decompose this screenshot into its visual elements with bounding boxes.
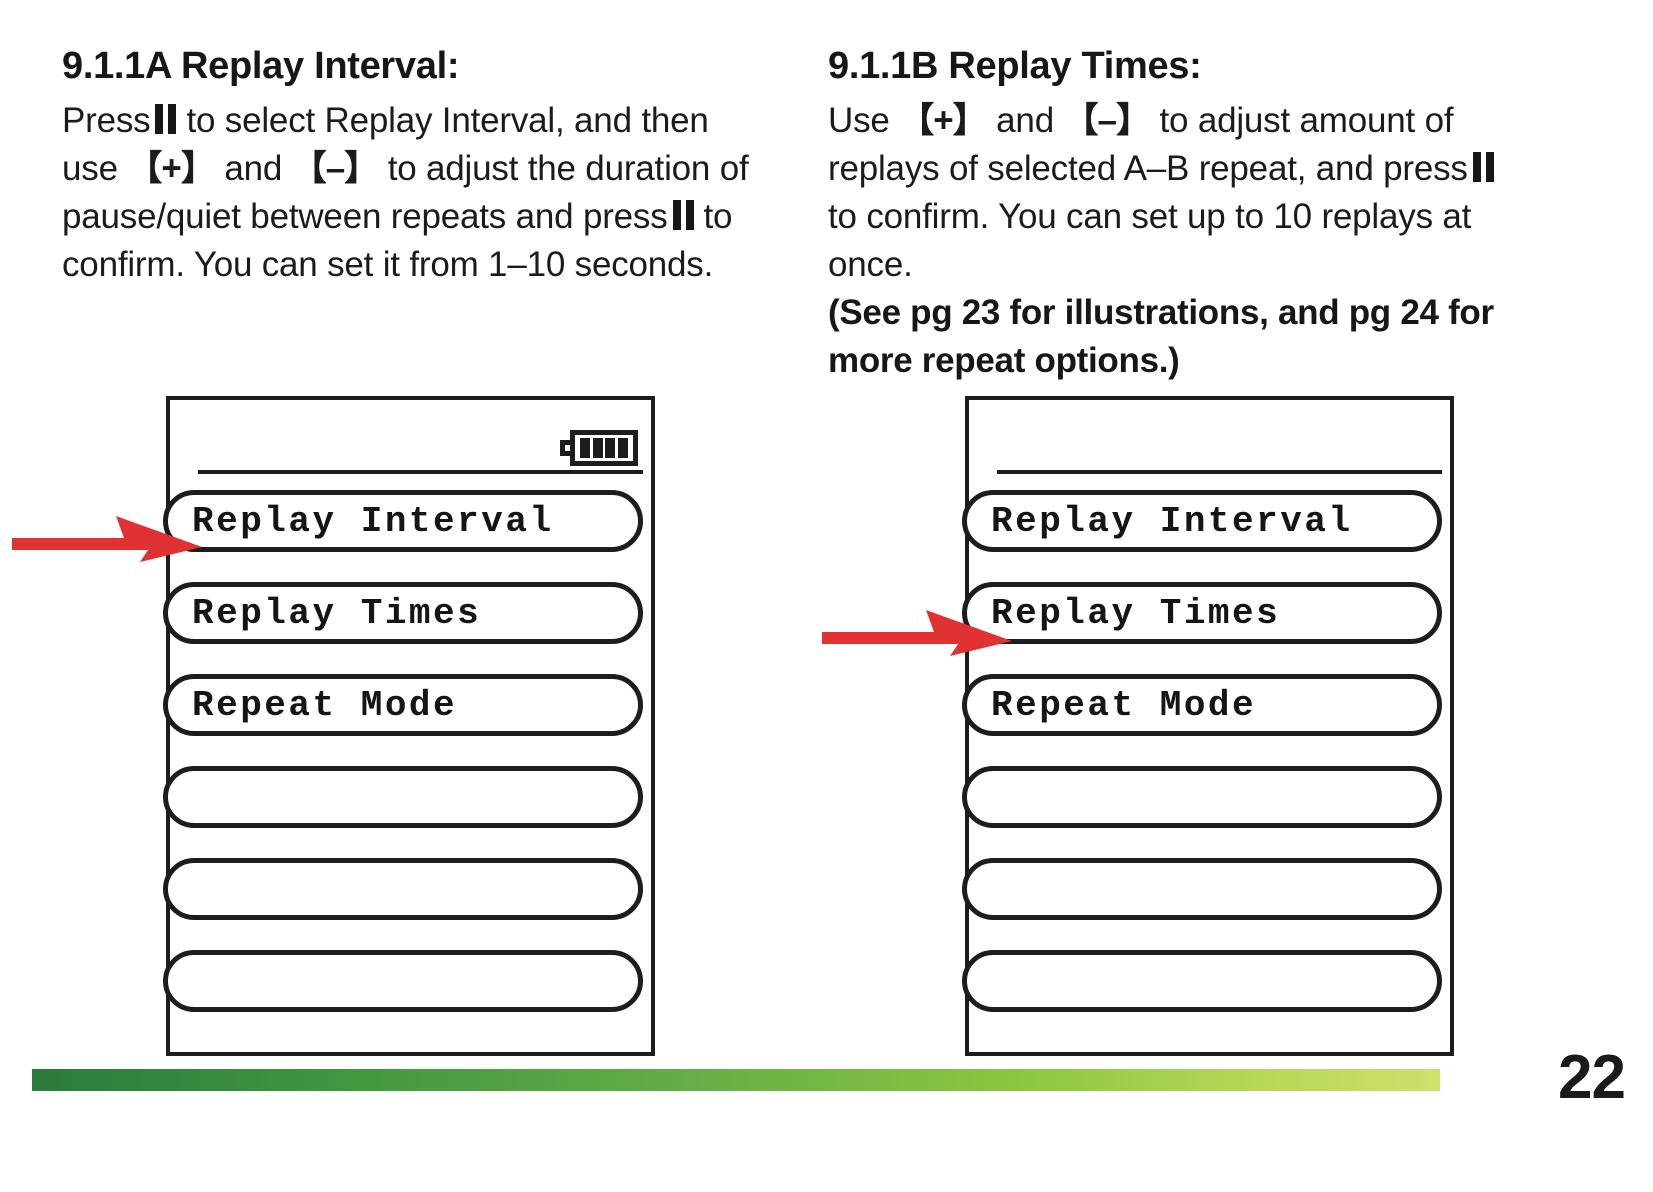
device-screen-right: Replay Interval Replay Times Repeat Mode bbox=[962, 396, 1454, 1056]
instruction-paragraph-right: Use 【+】 and 【–】 to adjust amount of repl… bbox=[828, 97, 1528, 289]
battery-cell bbox=[605, 438, 616, 458]
battery-body bbox=[570, 430, 638, 466]
menu-item-label: Repeat Mode bbox=[991, 684, 1257, 726]
menu-list-left: Replay Interval Replay Times Repeat Mode bbox=[163, 490, 643, 1042]
menu-item-label: Replay Interval bbox=[192, 500, 554, 542]
text-fragment: Press bbox=[62, 101, 151, 140]
key-minus-label: 【–】 bbox=[1063, 101, 1151, 140]
menu-item[interactable]: Replay Times bbox=[163, 582, 643, 644]
menu-item[interactable]: Repeat Mode bbox=[962, 674, 1442, 736]
header-divider bbox=[198, 470, 643, 474]
text-fragment: to select Replay Interval, and then use bbox=[62, 101, 709, 188]
text-fragment: to confirm. You can set it from 1–10 sec… bbox=[62, 197, 733, 284]
battery-cell bbox=[618, 438, 629, 458]
menu-item-empty[interactable] bbox=[163, 766, 643, 828]
menu-list-right: Replay Interval Replay Times Repeat Mode bbox=[962, 490, 1442, 1042]
text-fragment: and bbox=[996, 101, 1054, 140]
header-divider bbox=[997, 470, 1442, 474]
page-title-right: 9.1.1B Replay Times: bbox=[828, 45, 1202, 87]
menu-item-empty[interactable] bbox=[962, 950, 1442, 1012]
device-screen-left: Replay Interval Replay Times Repeat Mode bbox=[163, 396, 655, 1056]
pause-icon bbox=[155, 104, 177, 134]
battery-icon bbox=[560, 430, 638, 466]
page-number: 22 bbox=[1558, 1043, 1626, 1112]
footer-gradient-bar bbox=[32, 1069, 1440, 1091]
menu-item-empty[interactable] bbox=[163, 858, 643, 920]
text-fragment: to confirm. You can set up to 10 replays… bbox=[828, 197, 1472, 284]
battery-terminal bbox=[560, 440, 572, 456]
pause-icon bbox=[672, 200, 695, 230]
pause-icon bbox=[1472, 152, 1495, 182]
text-fragment: and bbox=[224, 149, 283, 188]
key-plus-label: 【+】 bbox=[127, 149, 215, 188]
page-title-left: 9.1.1A Replay Interval: bbox=[62, 45, 460, 87]
key-minus-label: 【–】 bbox=[291, 149, 379, 188]
cross-reference-note: (See pg 23 for illustrations, and pg 24 … bbox=[828, 293, 1494, 380]
key-plus-label: 【+】 bbox=[899, 101, 987, 140]
text-fragment: Use bbox=[828, 101, 890, 140]
menu-item[interactable]: Replay Times bbox=[962, 582, 1442, 644]
menu-item-empty[interactable] bbox=[962, 858, 1442, 920]
menu-item-label: Replay Times bbox=[192, 592, 482, 634]
menu-item-label: Repeat Mode bbox=[192, 684, 458, 726]
menu-item[interactable]: Replay Interval bbox=[163, 490, 643, 552]
battery-cell bbox=[579, 438, 590, 458]
menu-item-empty[interactable] bbox=[962, 766, 1442, 828]
text-fragment: to adjust amount of replays of selected … bbox=[828, 101, 1468, 188]
text-fragment: to adjust the duration of pause/quiet be… bbox=[62, 149, 749, 236]
menu-item-label: Replay Times bbox=[991, 592, 1281, 634]
menu-item-label: Replay Interval bbox=[991, 500, 1353, 542]
menu-item-empty[interactable] bbox=[163, 950, 643, 1012]
menu-item[interactable]: Replay Interval bbox=[962, 490, 1442, 552]
battery-cell bbox=[592, 438, 603, 458]
menu-item[interactable]: Repeat Mode bbox=[163, 674, 643, 736]
